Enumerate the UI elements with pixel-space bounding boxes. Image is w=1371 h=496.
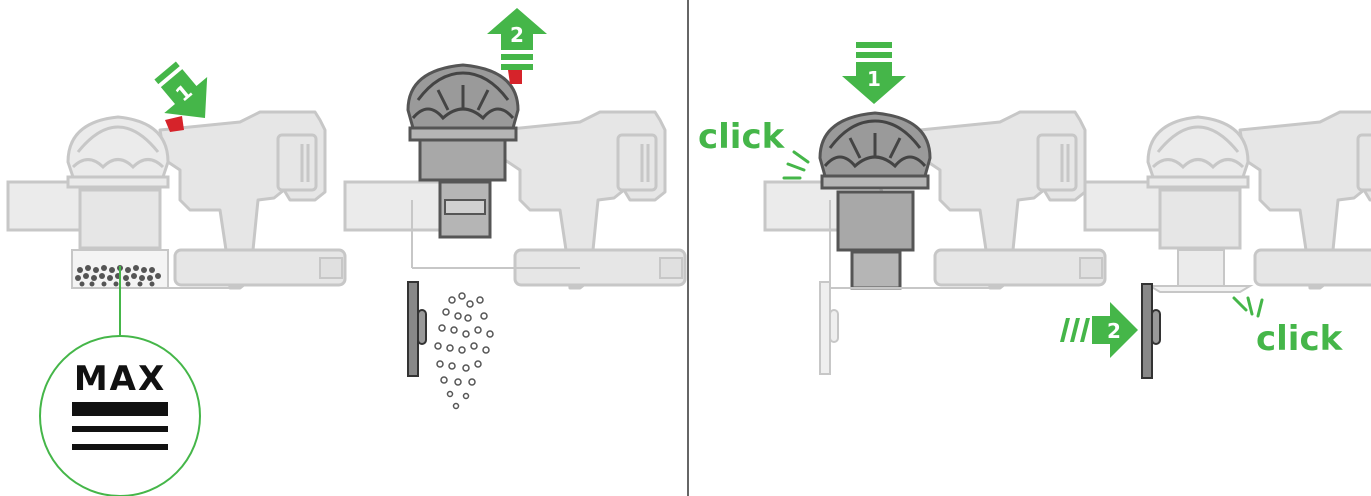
click-label: click	[1256, 319, 1344, 359]
panel-empty-step-2: 2	[343, 8, 687, 410]
panel-refit-step-1: 1 click	[698, 42, 1107, 375]
step-label: 1	[867, 67, 881, 91]
panel-refit-step-2: 2 click	[1060, 110, 1371, 379]
arrow-down-icon: 1	[842, 42, 906, 104]
arrow-down-icon: 1	[154, 61, 208, 118]
step-label: 2	[510, 23, 524, 47]
sound-lines-icon	[782, 150, 810, 180]
arrow-up-icon: 2	[487, 8, 547, 70]
bin-door	[1141, 283, 1161, 379]
bin-door	[407, 281, 427, 377]
sound-lines-icon	[1232, 296, 1264, 318]
max-label: MAX	[74, 359, 166, 399]
click-label: click	[698, 117, 786, 157]
step-label: 2	[1107, 319, 1121, 343]
arrow-right-icon: 2	[1060, 302, 1138, 358]
panel-empty-step-1: 1 MAX	[6, 61, 347, 496]
max-line-mark	[72, 402, 168, 416]
falling-debris	[434, 292, 494, 410]
release-button	[165, 116, 184, 132]
